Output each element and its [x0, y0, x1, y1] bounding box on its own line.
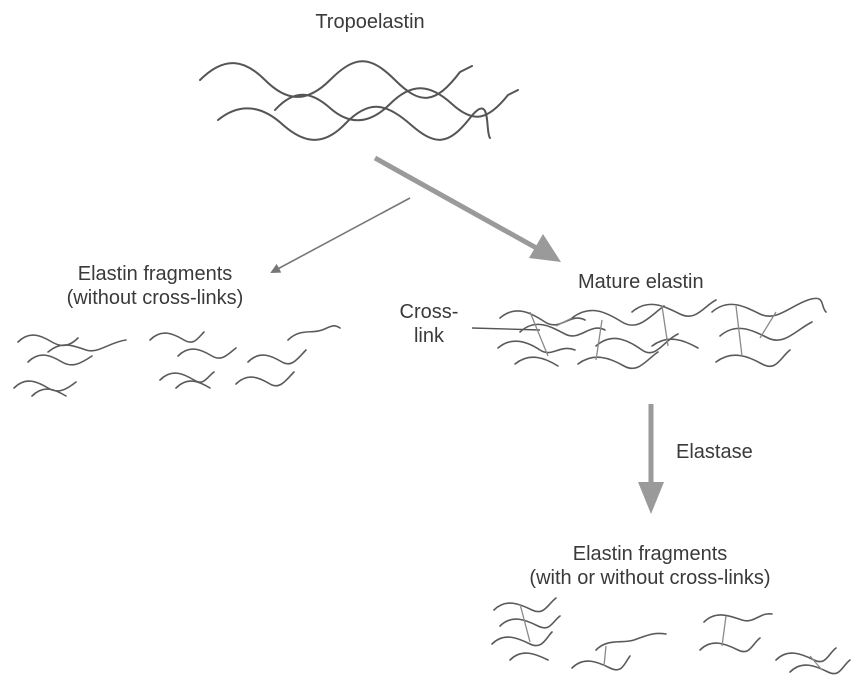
fragments-left-label: Elastin fragments (without cross-links) [20, 262, 290, 310]
crosslink-pointer [471, 327, 541, 331]
tropoelastin-strands [199, 60, 519, 141]
fragments-bottom-line1: Elastin fragments [572, 543, 728, 565]
left-fragments [13, 325, 341, 397]
crosslink-label: Cross- link [388, 300, 470, 348]
fragments-left-line2: (without cross-links) [66, 287, 244, 309]
elastase-label: Elastase [676, 441, 753, 463]
fragments-bottom-line2: (with or without cross-links) [529, 567, 771, 589]
arrow-to-mature-elastin [373, 155, 561, 262]
tropoelastin-label: Tropoelastin [315, 11, 425, 33]
crosslink-line1: Cross- [399, 301, 459, 323]
mature-elastin-network [497, 297, 827, 370]
crosslink-line2: link [413, 325, 444, 347]
mature-elastin-label: Mature elastin [578, 271, 704, 293]
fragments-bottom-label: Elastin fragments (with or without cross… [470, 542, 830, 590]
arrow-to-fragments-without-crosslinks [270, 197, 411, 273]
fragments-left-line1: Elastin fragments [77, 263, 233, 285]
bottom-fragments [491, 597, 851, 675]
elastase-arrow [638, 404, 664, 514]
